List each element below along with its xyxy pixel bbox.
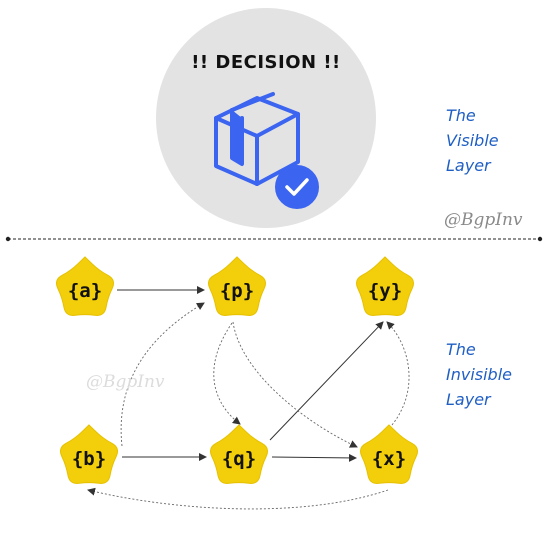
- decision-title: !! DECISION !!: [191, 52, 341, 73]
- node-shape: [356, 256, 414, 316]
- edge-x-y: [386, 321, 410, 426]
- node-x: {x}: [360, 424, 418, 484]
- node-shape: [60, 424, 118, 484]
- visible-layer-line: Visible: [446, 131, 499, 150]
- invisible-layer-line: Invisible: [446, 365, 512, 384]
- node-shape: [56, 256, 114, 316]
- edge-q-x: [271, 453, 357, 462]
- edge-q-y: [269, 321, 384, 441]
- package-box-checkmark-icon: [214, 92, 319, 209]
- node-label: {p}: [220, 280, 254, 302]
- edge-p-q: [213, 322, 241, 425]
- node-shape: [360, 424, 418, 484]
- node-p: {p}: [208, 256, 266, 316]
- node-label: {b}: [72, 448, 106, 470]
- visible-layer-label: The Visible Layer: [446, 103, 499, 178]
- node-label: {x}: [372, 448, 406, 470]
- invisible-layer-line: Layer: [446, 390, 491, 409]
- node-a: {a}: [56, 256, 114, 316]
- node-label: {a}: [68, 280, 102, 302]
- node-shape: [208, 256, 266, 316]
- node-label: {q}: [222, 448, 256, 470]
- edge-p-x: [232, 321, 358, 448]
- visible-layer-line: The: [446, 106, 476, 125]
- node-label: {y}: [368, 280, 402, 302]
- invisible-layer-line: The: [446, 340, 476, 359]
- node-b: {b}: [60, 424, 118, 484]
- edge-b-p: [120, 302, 205, 447]
- watermark-text: @BgpInv: [444, 210, 523, 230]
- visible-layer-line: Layer: [446, 156, 491, 175]
- divider-endpoint-right: [537, 236, 543, 242]
- edge-x-b: [87, 487, 389, 510]
- invisible-layer-label: The Invisible Layer: [446, 337, 512, 412]
- divider-endpoint-left: [5, 236, 11, 242]
- node-y: {y}: [356, 256, 414, 316]
- decision-circle: [156, 8, 376, 228]
- node-q: {q}: [210, 424, 268, 484]
- node-shape: [210, 424, 268, 484]
- watermark-faint-text: @BgpInv: [86, 372, 165, 392]
